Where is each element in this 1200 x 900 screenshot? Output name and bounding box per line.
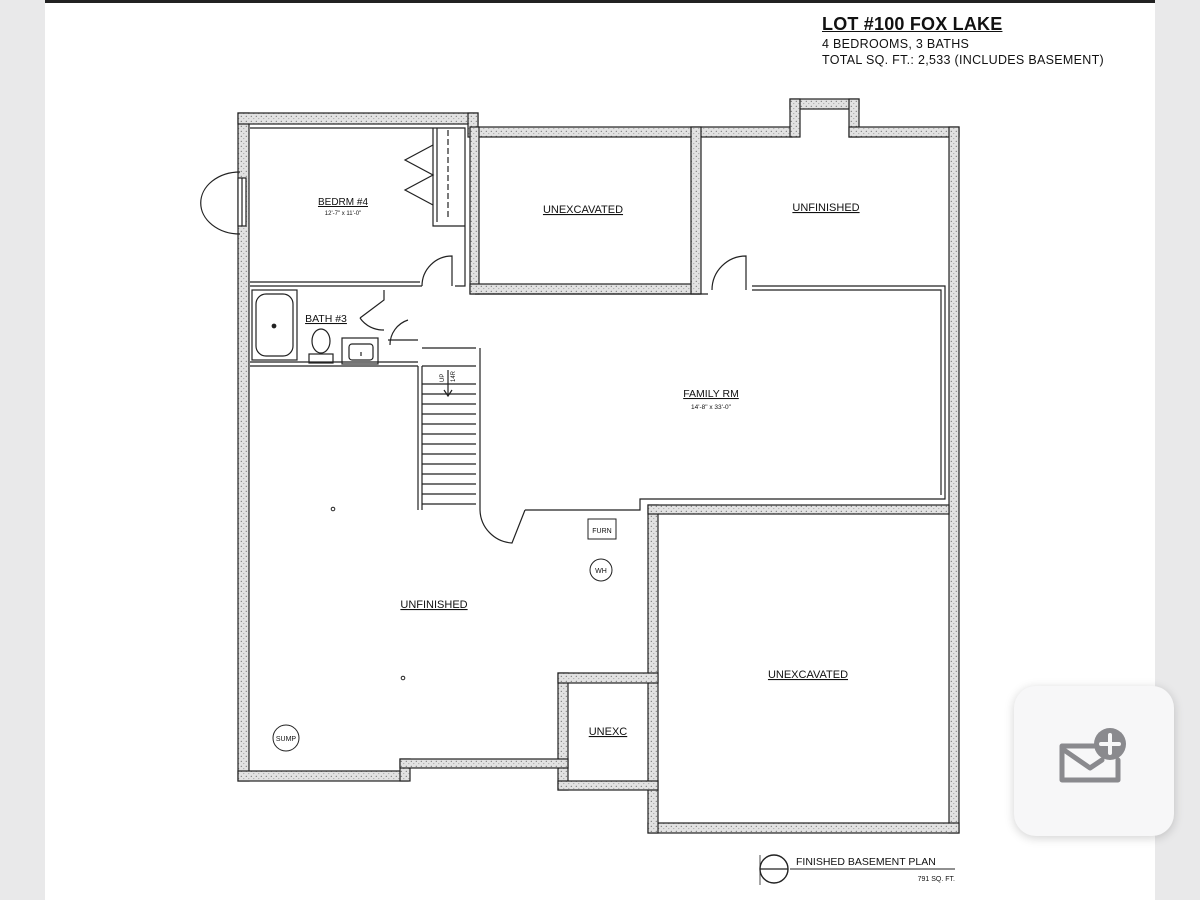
bedrooms-baths: 4 BEDROOMS, 3 BATHS — [822, 37, 970, 51]
label-unfinished-main: UNFINISHED — [400, 599, 467, 611]
lot-title: LOT #100 FOX LAKE — [822, 14, 1003, 34]
dims-bedroom-4: 12'-7" x 11'-0" — [325, 211, 361, 217]
mail-plus-icon — [1059, 728, 1126, 783]
sump-circle — [272, 724, 300, 752]
label-unexcavated-right: UNEXCAVATED — [768, 669, 848, 681]
label-water-heater: WH — [595, 568, 607, 575]
dims-family-room: 14'-8" x 33'-0" — [691, 404, 732, 411]
furnace-box — [587, 518, 617, 540]
label-furnace: FURN — [592, 528, 611, 535]
label-sump: SUMP — [276, 736, 297, 743]
label-stair-up: UP — [440, 374, 446, 382]
interior-walls — [200, 127, 946, 544]
label-unexcavated-top: UNEXCAVATED — [543, 204, 623, 216]
water-heater-circle — [589, 558, 613, 582]
plan-name: FINISHED BASEMENT PLAN — [796, 856, 936, 868]
sheet-top-border — [45, 0, 1155, 3]
plan-title: FINISHED BASEMENT PLAN 791 SQ. FT. — [759, 854, 955, 885]
drawing-sheet — [45, 0, 1155, 900]
label-unexc-small: UNEXC — [589, 726, 628, 738]
stair-treads — [422, 383, 476, 505]
room-labels: BEDRM #4 12'-7" x 11'-0" BATH #3 UNEXCAV… — [276, 197, 860, 743]
label-unfinished-top: UNFINISHED — [792, 202, 859, 214]
label-stair-risers: 14R — [451, 370, 457, 382]
title-block: LOT #100 FOX LAKE 4 BEDROOMS, 3 BATHS TO… — [822, 14, 1104, 67]
label-family-room: FAMILY RM — [683, 388, 739, 400]
mechanical-fixtures — [272, 506, 617, 752]
label-bedroom-4: BEDRM #4 — [318, 197, 368, 208]
foundation-walls — [237, 98, 960, 834]
total-sqft: TOTAL SQ. FT.: 2,533 (INCLUDES BASEMENT) — [822, 53, 1104, 67]
label-bath-3: BATH #3 — [305, 313, 347, 325]
add-mail-button[interactable] — [1014, 686, 1174, 836]
plan-sqft: 791 SQ. FT. — [918, 876, 955, 883]
